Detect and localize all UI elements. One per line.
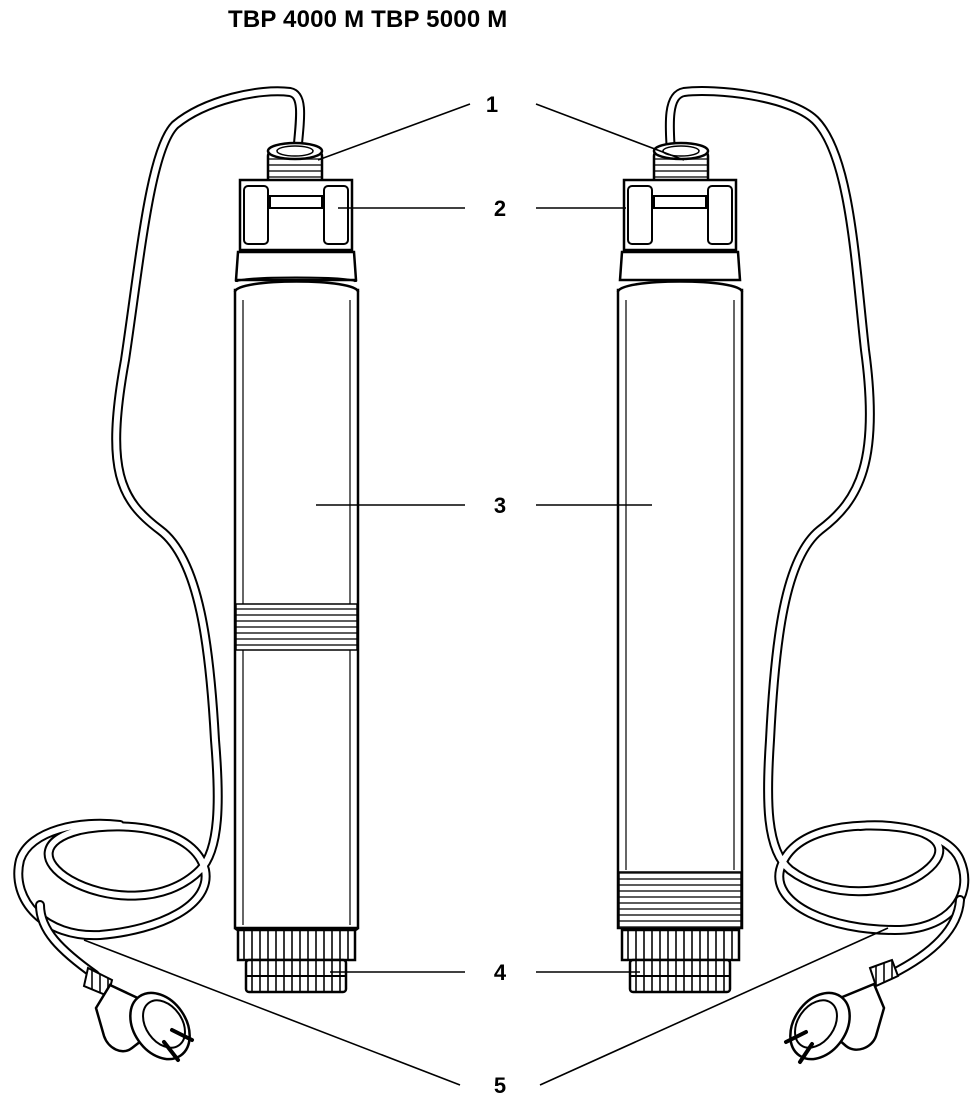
callout-5: 5	[494, 1073, 506, 1098]
callout-2: 2	[494, 196, 506, 221]
leader-5-right	[539, 927, 889, 1086]
callout-4: 4	[494, 960, 507, 985]
mains-plug-right	[784, 958, 900, 1064]
thread-band-right	[618, 871, 742, 929]
pump-right	[616, 86, 970, 1064]
suction-strainer-left	[236, 928, 357, 994]
figure-title: TBP 4000 M TBP 5000 M	[228, 6, 508, 33]
mains-plug-left	[82, 966, 194, 1062]
callout-3: 3	[494, 493, 506, 518]
pump-left	[13, 86, 360, 1062]
pump-body-right	[616, 280, 744, 930]
leader-1-left	[317, 103, 471, 161]
suction-strainer-right	[620, 928, 741, 994]
thread-band-left	[235, 603, 358, 651]
leader-lines	[83, 103, 889, 1086]
top-collar-left	[234, 178, 358, 283]
pump-body-left	[233, 280, 360, 937]
top-collar-right	[618, 178, 742, 282]
leader-5-left	[83, 939, 461, 1086]
callout-1: 1	[486, 92, 498, 117]
leader-1-right	[535, 103, 685, 161]
